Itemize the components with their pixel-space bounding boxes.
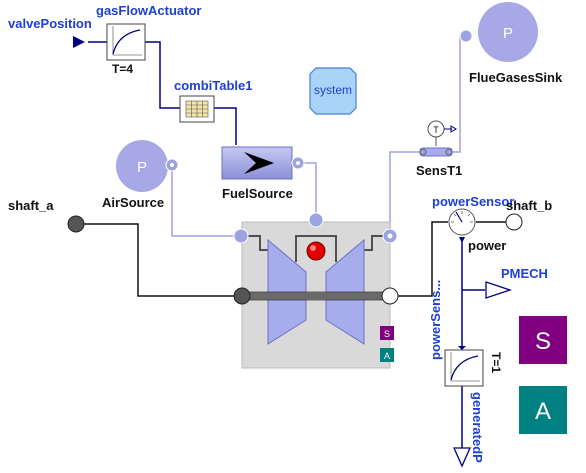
power-sens-block[interactable]: powerSens... T=1 xyxy=(428,280,503,387)
power-sens-input-icon xyxy=(458,346,466,350)
power-sensor-label: powerSensor xyxy=(432,194,514,209)
fuel-source-label: FuelSource xyxy=(222,186,293,201)
valve-position-label: valvePosition xyxy=(8,16,92,31)
shaft-b-flange[interactable] xyxy=(505,213,523,231)
air-source-port-dot xyxy=(170,163,174,167)
big-badge-a-text: A xyxy=(535,398,551,425)
gt-shaft-a-flange[interactable] xyxy=(233,287,251,305)
table-grid-icon xyxy=(185,100,209,118)
air-to-turbine-line xyxy=(171,165,240,237)
power-sens-axes-icon xyxy=(450,352,480,382)
generated-p-output[interactable]: generatedP xyxy=(452,392,485,468)
compressor-inlet-pipe xyxy=(248,235,270,251)
air-source-block[interactable]: P AirSource xyxy=(102,140,179,210)
air-source-symbol: P xyxy=(137,159,147,176)
sink-symbol: P xyxy=(503,25,513,42)
system-block[interactable]: system xyxy=(309,67,357,115)
turbine-to-powersensor-line xyxy=(398,221,448,297)
gt-air-inlet-port[interactable] xyxy=(233,228,249,244)
turbine-outlet-pipe xyxy=(362,235,384,251)
fuel-source-block[interactable]: FuelSource xyxy=(221,146,305,201)
senst-to-sink-line xyxy=(452,35,466,153)
shaft-b-label: shaft_b xyxy=(506,198,552,213)
power-output-label: power xyxy=(468,238,506,253)
turbine-to-senst-line xyxy=(389,151,420,236)
power-sens-response-icon xyxy=(450,355,479,381)
gt-shaft-b-flange[interactable] xyxy=(381,287,399,305)
sens-t1-block[interactable]: T SensT1 xyxy=(416,120,462,178)
combustor-highlight xyxy=(310,245,316,251)
actuator-to-table-line xyxy=(145,41,180,109)
big-badge-s-box xyxy=(519,316,567,364)
valve-position-input[interactable]: valvePosition xyxy=(8,16,92,48)
flue-gases-sink-label: FlueGasesSink xyxy=(469,70,563,85)
sink-fluid-port[interactable] xyxy=(459,29,473,43)
flow-direction-icon xyxy=(244,152,274,174)
combustion-chamber-icon xyxy=(306,241,326,261)
flue-gases-sink-block[interactable]: P FlueGasesSink xyxy=(459,2,563,85)
sink-circle xyxy=(478,2,538,62)
system-octagon xyxy=(309,67,357,115)
fuel-to-combustor-line xyxy=(298,162,317,218)
fluid-connections xyxy=(171,35,466,237)
big-badge-s: S xyxy=(519,316,567,364)
gauge-ticks xyxy=(451,211,473,223)
pmech-output-icon xyxy=(485,281,513,299)
generated-p-label: generatedP xyxy=(470,392,485,463)
gauge-needle xyxy=(455,211,463,223)
actuator-param-label: T=4 xyxy=(112,62,133,76)
shaft-center-segment xyxy=(306,292,326,300)
gas-flow-actuator-block[interactable]: gasFlowActuator T=4 xyxy=(96,3,201,76)
first-order-response-icon xyxy=(112,29,141,55)
big-badge-a-box xyxy=(519,386,567,434)
air-source-circle xyxy=(116,140,168,192)
gt-badge-s xyxy=(380,326,394,340)
air-source-label: AirSource xyxy=(102,195,164,210)
signal-connections xyxy=(88,41,485,450)
power-output-arrow-icon xyxy=(459,237,465,243)
gt-badge-a-text: A xyxy=(384,351,390,361)
gt-badge-s-text: S xyxy=(384,329,390,339)
gas-flow-actuator-label: gasFlowActuator xyxy=(96,3,201,18)
shafta-to-turbine-line xyxy=(76,223,242,297)
power-sens-param-label: T=1 xyxy=(489,352,503,373)
shaft-a-flange[interactable] xyxy=(67,215,85,233)
fuel-source-port-dot xyxy=(296,161,300,165)
gas-turbine-block[interactable]: S A xyxy=(233,212,399,369)
senst-output-arrow-icon xyxy=(450,125,457,133)
gt-badge-a xyxy=(380,348,394,362)
generated-p-output-icon xyxy=(452,447,472,468)
power-sensor-block[interactable]: powerSensor power xyxy=(432,194,514,253)
shaft-a-label: shaft_a xyxy=(8,198,54,213)
actuator-axes-icon xyxy=(112,26,142,56)
system-label: system xyxy=(314,83,352,97)
table-to-fuel-line xyxy=(214,107,237,145)
combi-table-block[interactable]: combiTable1 xyxy=(174,78,253,123)
gt-exhaust-port-dot xyxy=(387,233,393,239)
power-sens-label: powerSens... xyxy=(428,280,443,360)
pmech-output[interactable]: PMECH xyxy=(485,266,548,299)
sens-t1-label: SensT1 xyxy=(416,163,462,178)
senst-inlet-port[interactable] xyxy=(419,148,427,156)
big-badge-s-text: S xyxy=(535,328,551,355)
big-badge-a: A xyxy=(519,386,567,434)
shaft-b-connector[interactable]: shaft_b xyxy=(505,198,552,231)
senst-outlet-port[interactable] xyxy=(445,148,453,156)
combi-table-label: combiTable1 xyxy=(174,78,253,93)
thermometer-symbol: T xyxy=(433,125,439,135)
mechanical-connections xyxy=(76,221,506,297)
pmech-label: PMECH xyxy=(501,266,548,281)
shaft-a-connector[interactable]: shaft_a xyxy=(8,198,85,233)
combustor-pipe xyxy=(295,235,337,262)
gt-fuel-inlet-port[interactable] xyxy=(308,212,324,228)
input-arrow-icon xyxy=(73,36,85,48)
